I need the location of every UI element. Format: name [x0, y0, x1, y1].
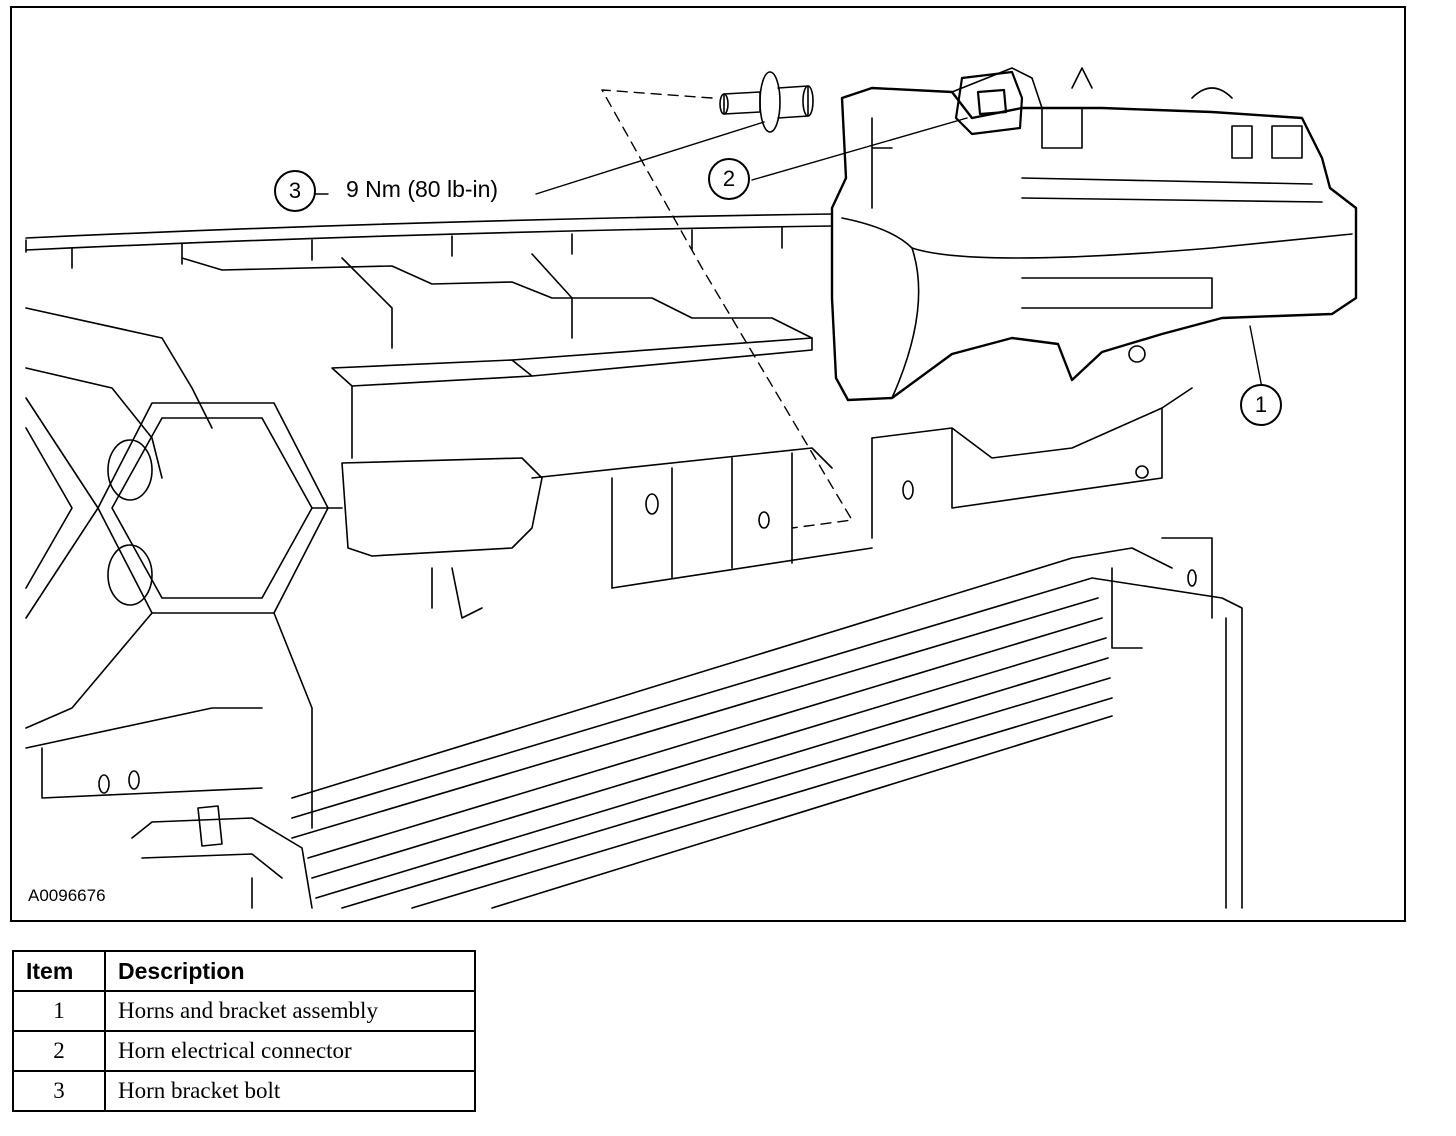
- install-path: [601, 89, 853, 529]
- radiator-support: [25, 213, 833, 479]
- fan-shroud: [25, 397, 343, 829]
- radiator-core: [291, 537, 1243, 909]
- table-row: 3 Horn bracket bolt: [12, 1070, 476, 1112]
- item-number: 2: [12, 1030, 106, 1072]
- horn-electrical-connector: [954, 70, 1024, 136]
- item-number: 1: [12, 990, 106, 1032]
- table-row: 2 Horn electrical connector: [12, 1030, 476, 1072]
- item-column-header: Item: [12, 950, 106, 992]
- horn-bracket-bolt-illustration: [719, 71, 814, 133]
- horn-assembly: [830, 86, 1358, 402]
- engine-bay-illustration: [25, 67, 1358, 909]
- description-column-header: Description: [104, 950, 476, 992]
- legend-table: Item Description 1 Horns and bracket ass…: [12, 950, 476, 1112]
- item-description: Horn bracket bolt: [104, 1070, 476, 1112]
- center-brackets: [331, 337, 1193, 619]
- leader-lines: [314, 117, 1263, 389]
- torque-spec-label: 9 Nm (80 lb-in): [346, 176, 499, 202]
- item-description: Horns and bracket assembly: [104, 990, 476, 1032]
- lower-hose: [131, 805, 313, 909]
- item-number: 3: [12, 1070, 106, 1112]
- figure-id-label: A0096676: [28, 886, 106, 905]
- legend-header-row: Item Description: [12, 950, 476, 992]
- horn-details: [841, 67, 1353, 399]
- item-description: Horn electrical connector: [104, 1030, 476, 1072]
- table-row: 1 Horns and bracket assembly: [12, 990, 476, 1032]
- callout-3: 3: [274, 170, 316, 212]
- callout-1: 1: [1240, 384, 1282, 426]
- figure-frame: 3 9 Nm (80 lb-in) 2 1 A0096676: [10, 6, 1406, 922]
- callout-2: 2: [708, 158, 750, 200]
